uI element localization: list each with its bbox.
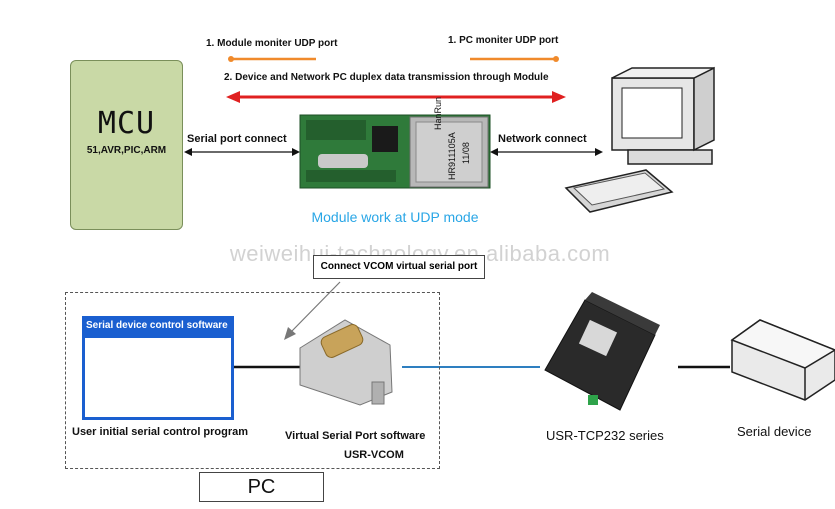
- vcom-callout: Connect VCOM virtual serial port: [313, 255, 485, 279]
- pc-monitor-line: [470, 56, 559, 62]
- tcp232-label: USR-TCP232 series: [546, 428, 664, 443]
- network-connect-label: Network connect: [498, 133, 587, 145]
- vsp-label: Virtual Serial Port software: [285, 430, 426, 442]
- serial-connect-label: Serial port connect: [187, 133, 287, 145]
- duplex-label: 2. Device and Network PC duplex data tra…: [224, 72, 549, 83]
- desktop-computer-icon: [564, 66, 715, 213]
- duplex-arrow: [226, 91, 566, 103]
- pc-monitor-label: 1. PC moniter UDP port: [448, 35, 559, 46]
- software-window-titlebar: [82, 316, 234, 338]
- module-monitor-label: 1. Module moniter UDP port: [206, 38, 338, 49]
- module-chip-model: HR911105A: [447, 132, 457, 180]
- mcu-subtitle: 51,AVR,PIC,ARM: [86, 145, 167, 156]
- serial-device-box: [730, 319, 835, 401]
- module-monitor-line: [228, 56, 316, 62]
- rj45-jack: [409, 116, 489, 188]
- udp-module-board: [299, 114, 491, 189]
- network-connect-arrow: [490, 148, 603, 156]
- program-label: User initial serial control program: [72, 426, 249, 438]
- callout-arrow: [284, 281, 341, 340]
- serial-device-label: Serial device: [737, 424, 812, 439]
- pc-label: PC: [199, 472, 324, 502]
- mcu-block: [70, 60, 183, 230]
- serial-connector-icon: [299, 319, 393, 406]
- udp-caption: Module work at UDP mode: [311, 209, 479, 225]
- module-chip-date: 11/08: [461, 142, 471, 164]
- mcu-title: MCU: [97, 106, 156, 141]
- serial-connect-arrow: [184, 148, 300, 156]
- software-window-title: Serial device control software: [86, 320, 228, 331]
- module-chip-brand: HanRun: [433, 96, 443, 130]
- vcom-name: USR-VCOM: [344, 449, 404, 461]
- usr-tcp232-device: [544, 292, 660, 411]
- pc-dashed-box: [65, 292, 440, 469]
